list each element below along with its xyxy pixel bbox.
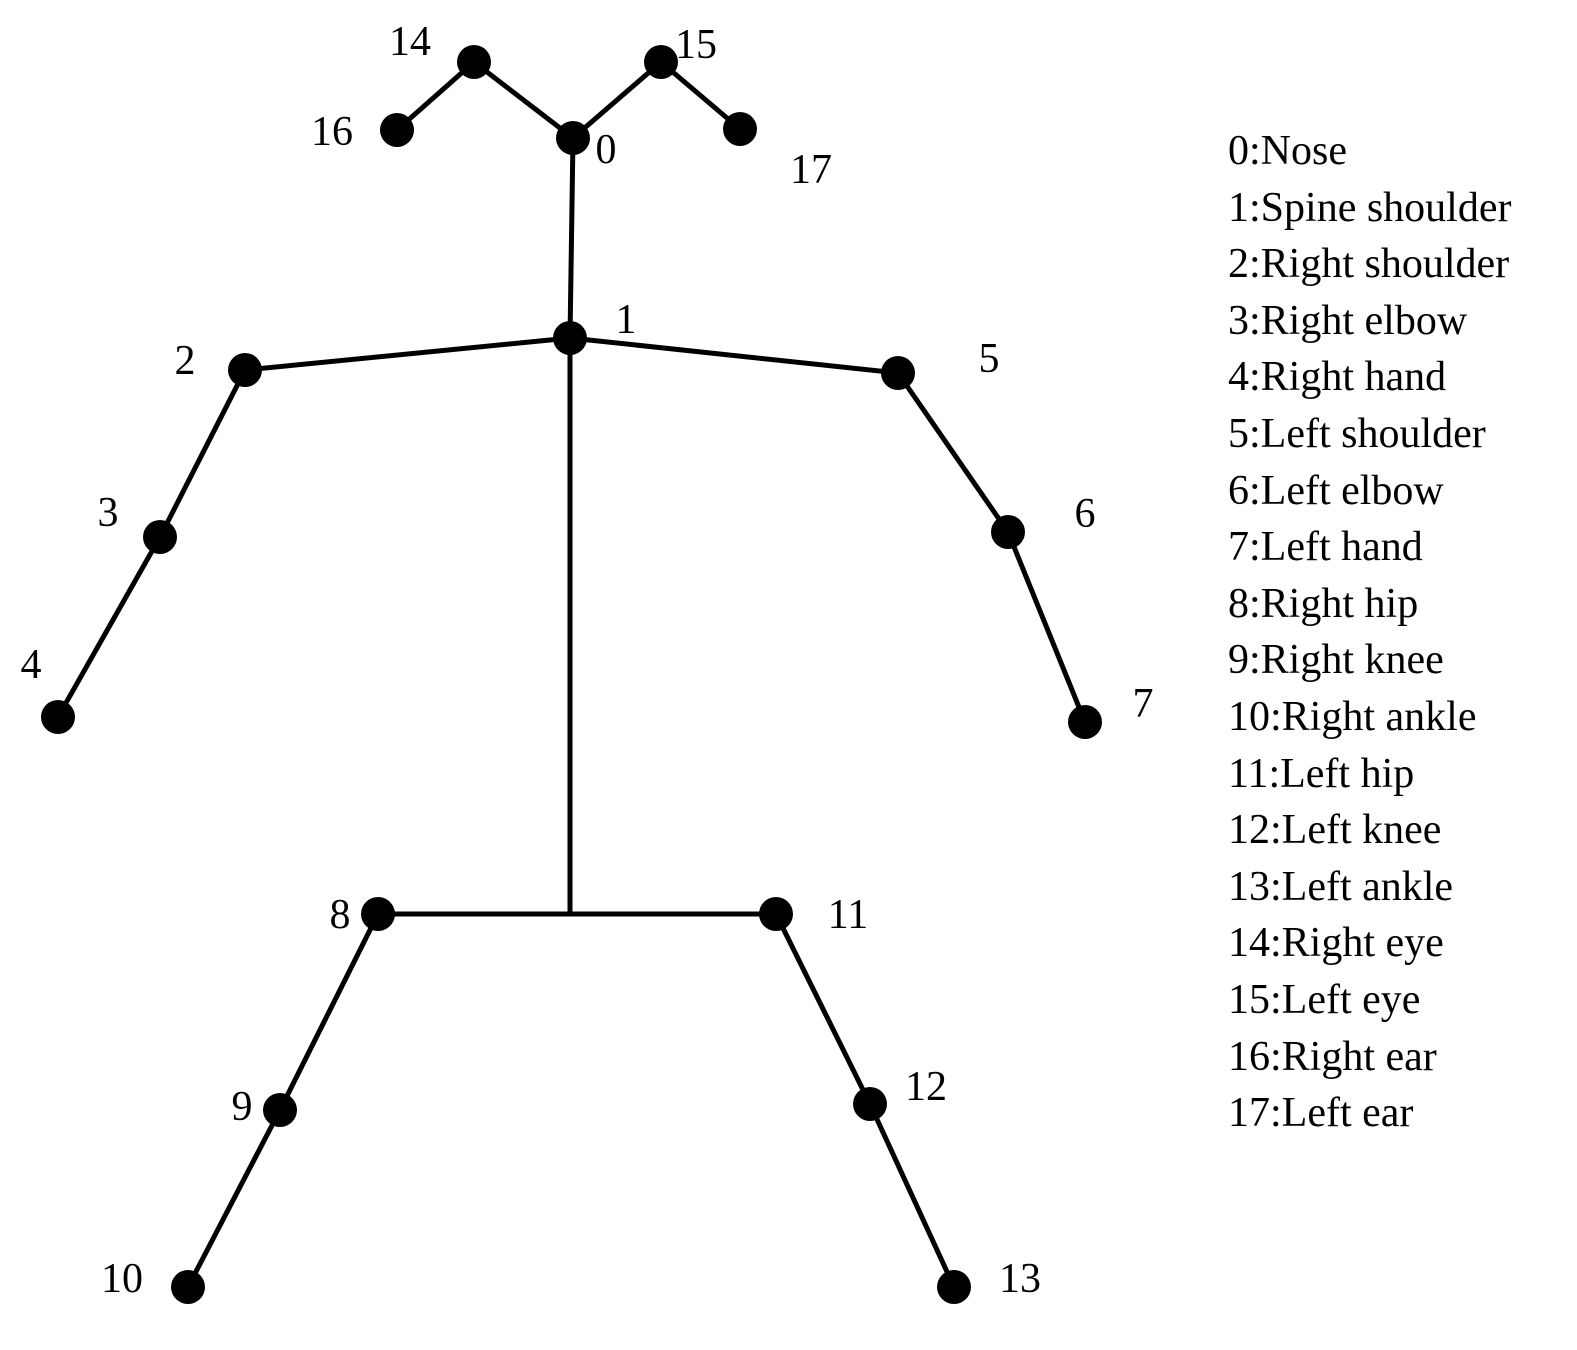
joint-label-7: 7 <box>1133 681 1154 727</box>
legend-item: 1:Spine shoulder <box>1228 184 1512 231</box>
joint-label-17: 17 <box>790 147 832 193</box>
legend-item: 11:Left hip <box>1228 750 1415 797</box>
joint-label-10: 10 <box>101 1256 143 1302</box>
legend-item: 3:Right elbow <box>1228 297 1468 344</box>
legend-item: 6:Left elbow <box>1228 467 1444 514</box>
legend-item: 5:Left shoulder <box>1228 410 1486 457</box>
bone-0-15 <box>571 60 663 140</box>
legend-item: 9:Right knee <box>1228 637 1444 684</box>
skeleton-bones <box>55 60 1088 1289</box>
joint-legend: 0:Nose 1:Spine shoulder 2:Right shoulder 3:… <box>1228 123 1511 1142</box>
joint-7 <box>1068 705 1102 739</box>
bone-8-9 <box>277 912 381 1112</box>
legend-item: 7:Left hand <box>1228 524 1423 571</box>
joint-label-16: 16 <box>311 109 353 155</box>
joint-13 <box>937 1270 971 1304</box>
bone-2-3 <box>157 368 248 539</box>
joint-6 <box>991 515 1025 549</box>
joint-label-3: 3 <box>98 490 119 536</box>
legend-item: 15:Left eye <box>1228 976 1421 1023</box>
joint-8 <box>361 897 395 931</box>
legend-item: 4:Right hand <box>1228 354 1447 401</box>
legend-item: 13:Left ankle <box>1228 863 1454 910</box>
joint-label-14: 14 <box>389 19 431 65</box>
joint-12 <box>853 1087 887 1121</box>
legend-item: 8:Right hip <box>1228 580 1419 627</box>
joint-1 <box>553 321 587 355</box>
joint-11 <box>759 897 793 931</box>
joint-label-6: 6 <box>1075 491 1096 537</box>
legend-item: 10:Right ankle <box>1228 693 1477 740</box>
joint-label-8: 8 <box>330 892 351 938</box>
joint-label-4: 4 <box>21 642 42 688</box>
bone-0-1 <box>567 137 576 339</box>
bone-9-10 <box>185 1108 283 1289</box>
skeleton-joints <box>41 45 1102 1304</box>
bone-6-7 <box>1005 531 1088 723</box>
bone-12-13 <box>867 1102 957 1289</box>
joint-9 <box>263 1093 297 1127</box>
joint-label-11: 11 <box>828 892 868 938</box>
legend-item: 0:Nose <box>1228 128 1347 174</box>
bone-3-4 <box>55 535 163 719</box>
joint-0 <box>556 121 590 155</box>
bone-1-5 <box>569 335 899 376</box>
joint-label-13: 13 <box>999 1256 1041 1302</box>
bone-0-14 <box>472 60 575 140</box>
joint-15 <box>644 45 678 79</box>
bone-14-16 <box>395 60 476 132</box>
joint-10 <box>171 1270 205 1304</box>
bone-11-12 <box>773 912 873 1106</box>
legend-item: 12:Left knee <box>1228 807 1442 854</box>
joint-label-15: 15 <box>675 22 717 68</box>
joint-17 <box>723 112 757 146</box>
bone-1-2 <box>244 335 571 373</box>
legend-item: 16:Right ear <box>1228 1033 1437 1080</box>
bone-15-17 <box>659 60 742 131</box>
joint-16 <box>380 113 414 147</box>
joint-label-5: 5 <box>979 336 1000 382</box>
joint-2 <box>228 353 262 387</box>
joint-label-2: 2 <box>175 338 196 384</box>
joint-label-9: 9 <box>232 1084 253 1130</box>
bone-5-6 <box>895 371 1011 534</box>
legend-item: 17:Left ear <box>1228 1090 1414 1137</box>
joint-14 <box>457 45 491 79</box>
joint-5 <box>881 356 915 390</box>
joint-4 <box>41 700 75 734</box>
legend-item: 2:Right shoulder <box>1228 241 1510 288</box>
joint-label-1: 1 <box>616 297 637 343</box>
legend-item: 14:Right eye <box>1228 920 1444 967</box>
joint-label-0: 0 <box>596 127 617 173</box>
joint-3 <box>143 520 177 554</box>
joint-label-12: 12 <box>905 1064 947 1110</box>
